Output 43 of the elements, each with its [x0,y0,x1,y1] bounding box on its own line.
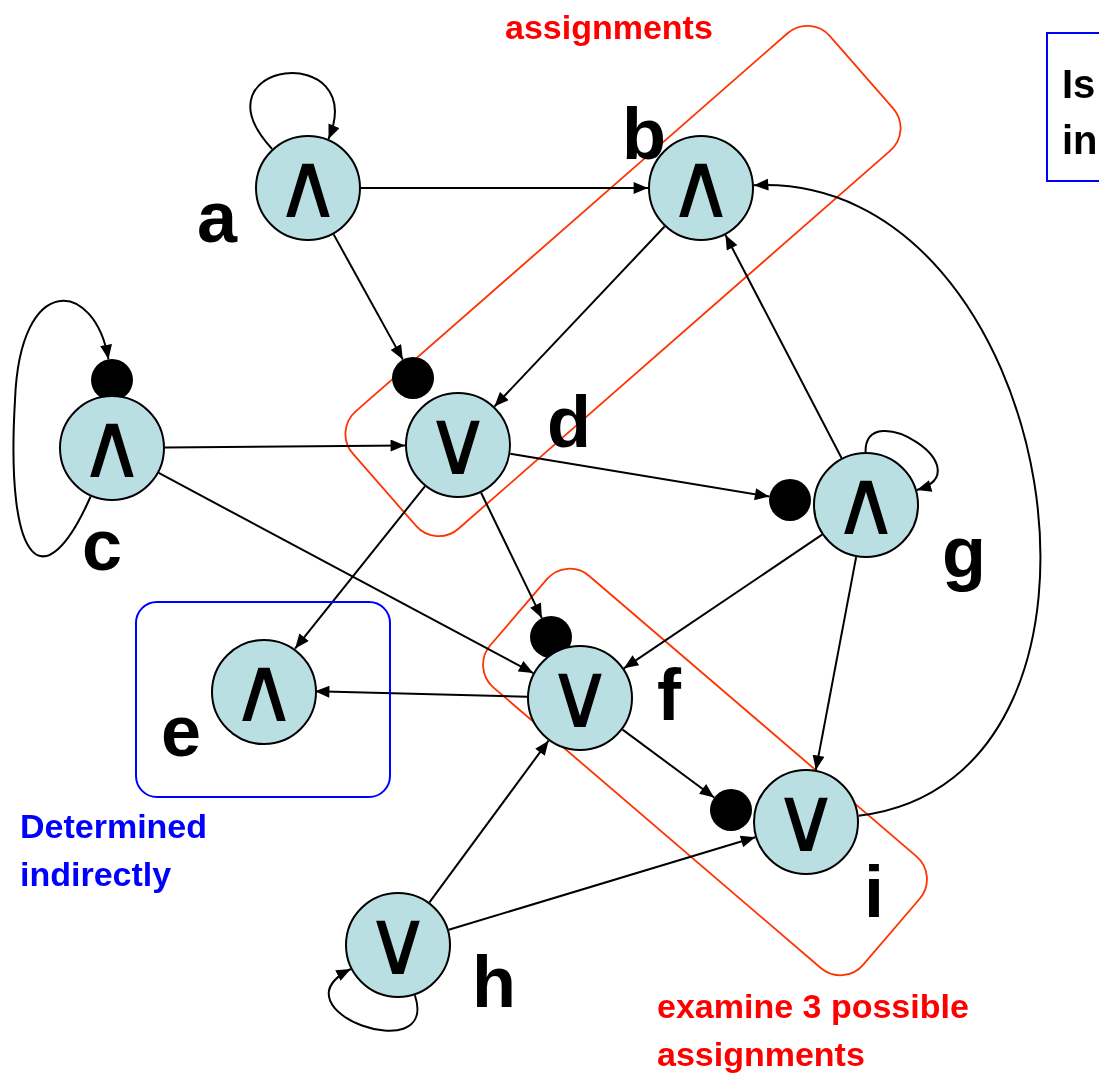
region-label: assignments [505,7,714,48]
node-label: c [82,509,123,581]
arrow [724,234,843,459]
arrow [480,491,543,620]
operator-symbol: ∧ [273,140,343,233]
node-label: e [161,695,202,767]
operator-symbol: ∧ [831,457,901,550]
negation-dot [530,616,572,658]
arrow [622,533,824,670]
arrow [752,181,1042,817]
operator-symbol: ∧ [229,644,299,737]
node-label: a [197,181,238,253]
operator-symbol: ∧ [77,400,147,493]
node-label: i [864,856,884,928]
arrow [509,452,771,501]
arrow [360,182,649,194]
arrow [621,728,716,799]
arrow [249,72,339,151]
arrow [328,968,419,1032]
arrow [12,300,111,557]
arrow [164,439,406,452]
node-label: h [472,946,516,1018]
negation-dot [769,479,811,521]
operator-symbol: ∨ [771,774,841,867]
negation-dot [392,357,434,399]
group-label: Determined indirectly [20,806,209,895]
arrow [447,835,757,931]
region-label: examine 3 possible assignments [657,986,970,1073]
operator-symbol: ∨ [423,397,493,490]
note-text: Is in [1062,61,1096,164]
arrow [864,430,939,492]
operator-symbol: ∧ [666,140,736,233]
node-label: f [657,659,681,731]
negation-dot [710,789,752,831]
arrow [332,233,404,361]
arrow [812,556,858,771]
operator-symbol: ∨ [363,897,433,990]
operator-symbol: ∨ [545,650,615,743]
arrow [493,225,666,408]
arrow [294,485,426,650]
node-label: b [622,98,666,170]
arrow [157,471,535,675]
arrow [428,739,550,904]
